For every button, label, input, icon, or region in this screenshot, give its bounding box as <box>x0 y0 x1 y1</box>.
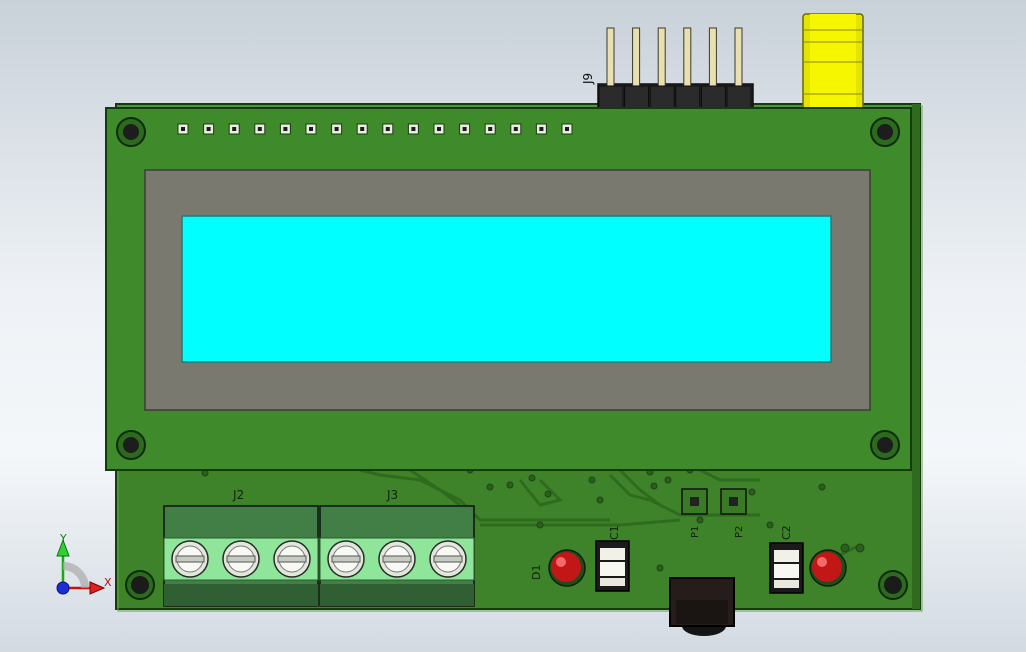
lcd-pin-pad <box>331 123 343 135</box>
test-pad-p1: P1 <box>681 488 708 538</box>
terminal-screw <box>327 540 365 578</box>
test-pad-p2: P2 <box>720 488 747 538</box>
cap-c2-label: C2 <box>780 525 793 540</box>
terminal-screw <box>378 540 416 578</box>
terminal-block-j3: J3 <box>319 488 475 607</box>
header-pin <box>624 27 650 109</box>
lcd-screen <box>181 215 832 363</box>
triad-x-label: X <box>104 576 112 589</box>
lcd-pin-pad <box>510 123 522 135</box>
terminal-j3-label: J3 <box>386 488 398 502</box>
coordinate-triad: Y X <box>56 532 112 595</box>
lcd-pin-pad <box>433 123 445 135</box>
header-pin <box>726 27 752 109</box>
pin-header-j9: J9 <box>581 27 754 109</box>
capacitor-c1: C1 <box>595 525 630 592</box>
lcd-pin-pad <box>382 123 394 135</box>
hole-mark-label: #3 <box>885 582 900 593</box>
lcd-pin-pad <box>356 123 368 135</box>
lcd-pin-pad <box>535 123 547 135</box>
lcd-pin-pad <box>279 123 291 135</box>
lcd-pin-pad <box>484 123 496 135</box>
lcd-pin-pad <box>459 123 471 135</box>
terminal-screw <box>273 540 311 578</box>
cap-c1-label: C1 <box>608 525 621 540</box>
pad-p1-label: P1 <box>690 526 701 538</box>
terminal-j2-label: J2 <box>232 488 244 502</box>
header-label: J9 <box>581 73 595 85</box>
terminal-screw <box>222 540 260 578</box>
header-pin <box>675 27 701 109</box>
lcd-pin-pads <box>177 123 573 135</box>
mounting-hole-bottom-right <box>878 570 908 600</box>
lcd-pin-pad <box>561 123 573 135</box>
lcd-mounting-hole-tr <box>870 117 900 147</box>
mounting-hole-bottom-left <box>125 570 155 600</box>
led-d2 <box>809 549 847 587</box>
header-pin <box>649 27 675 109</box>
sma-connector <box>802 13 864 111</box>
lcd-module <box>105 107 912 471</box>
terminal-screw <box>171 540 209 578</box>
led-d1-label: D1 <box>530 565 543 580</box>
capacitor-c2: C2 <box>769 525 804 594</box>
terminal-screw <box>429 540 467 578</box>
pcb-traces <box>359 468 861 557</box>
led-d1: D1 <box>530 549 586 587</box>
lcd-pin-pad <box>203 123 215 135</box>
lcd-pin-pad <box>254 123 266 135</box>
lcd-mounting-hole-tl <box>116 117 146 147</box>
lcd-pin-pad <box>305 123 317 135</box>
lcd-pin-pad <box>407 123 419 135</box>
lcd-mounting-hole-bl <box>116 430 146 460</box>
header-pin <box>598 27 624 109</box>
terminal-block-j2: J2 <box>163 488 319 607</box>
lcd-mounting-hole-br <box>870 430 900 460</box>
lcd-pin-pad <box>177 123 189 135</box>
lcd-pin-pad <box>228 123 240 135</box>
header-pin <box>700 27 726 109</box>
triad-y-label: Y <box>59 532 67 545</box>
dc-barrel-jack <box>669 577 735 636</box>
pad-p2-label: P2 <box>734 526 745 538</box>
